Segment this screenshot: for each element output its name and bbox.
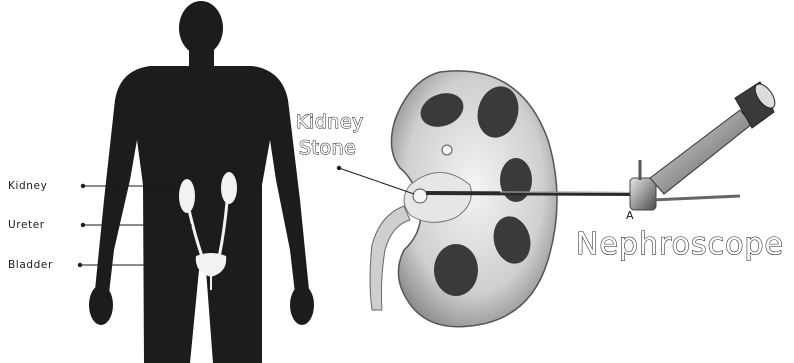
nephroscope-collar	[630, 178, 656, 210]
nephroscope-side-port	[652, 196, 740, 200]
kidney-label: Kidney	[8, 180, 47, 192]
human-body-silhouette	[89, 1, 314, 363]
neck	[189, 48, 214, 66]
kidney-stone-pointer-line	[339, 168, 414, 194]
nephroscope-eyepiece-tube	[650, 110, 752, 194]
kidney-stone	[413, 189, 427, 203]
bladder-label: Bladder	[8, 259, 53, 271]
nephroscope-label: Nephroscope	[576, 227, 784, 262]
kidney-stone-label-line1: Kidney	[296, 111, 364, 133]
kidney-stone-small	[442, 145, 452, 155]
torso	[94, 66, 310, 363]
right-kidney	[221, 172, 237, 204]
kidney-cross-section	[370, 71, 557, 327]
kidney-stone-label-line2: Stone	[299, 137, 356, 159]
nephroscope-shaft-highlight	[500, 192, 640, 193]
left-kidney	[179, 179, 195, 213]
ureter-label: Ureter	[8, 219, 45, 231]
nephroscope-shaft	[426, 193, 640, 194]
calyx-5	[434, 244, 478, 296]
right-hand	[290, 285, 314, 325]
left-hand	[89, 285, 113, 325]
nephroscope-marker: A	[626, 209, 634, 222]
head	[179, 1, 223, 55]
